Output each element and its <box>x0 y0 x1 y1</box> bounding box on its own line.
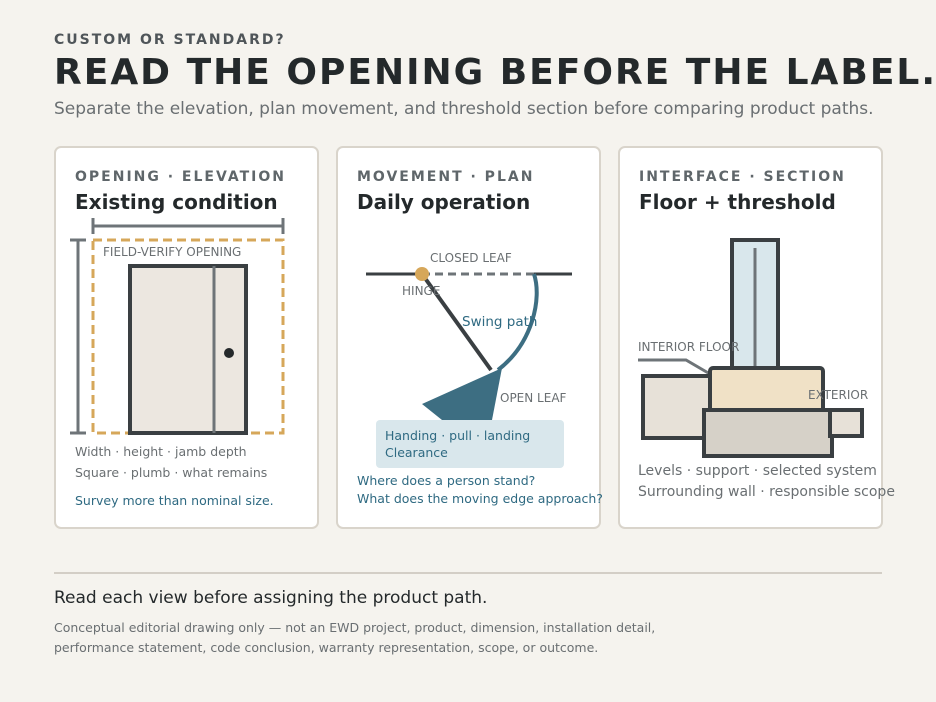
threshold-block <box>708 366 825 414</box>
page-title: READ THE OPENING BEFORE THE LABEL. <box>54 52 936 93</box>
card-kicker: OPENING · ELEVATION <box>75 169 286 185</box>
elevation-note-2: Square · plumb · what remains <box>75 465 268 480</box>
height-dimension-line <box>70 238 86 435</box>
movement-question-2: What does the moving edge approach? <box>357 491 603 506</box>
card-kicker: MOVEMENT · PLAN <box>357 169 535 185</box>
card-title: Daily operation <box>357 190 531 214</box>
card-movement: MOVEMENT · PLAN Daily operation CLOSED L… <box>336 146 603 529</box>
open-leaf-label: OPEN LEAF <box>500 391 567 405</box>
movement-diagram <box>366 267 572 420</box>
clearance-callout-line-1: Handing · pull · landing <box>385 428 531 443</box>
closing-statement: Read each view before assigning the prod… <box>54 588 488 608</box>
card-section: INTERFACE · SECTION Floor + threshold IN… <box>618 146 895 529</box>
disclaimer-line-1: Conceptual editorial drawing only — not … <box>54 620 656 635</box>
card-title: Floor + threshold <box>639 190 836 214</box>
width-dimension-line <box>91 218 285 234</box>
hinge-label: HINGE <box>402 284 441 298</box>
section-note-1: Levels · support · selected system <box>638 463 877 479</box>
elevation-note-1: Width · height · jamb depth <box>75 444 247 459</box>
clearance-callout-line-2: Clearance <box>385 445 448 460</box>
subfloor-block <box>702 408 834 458</box>
exterior-block <box>828 408 864 438</box>
card-elevation: OPENING · ELEVATION Existing condition F… <box>54 146 319 529</box>
section-diagram <box>638 238 864 458</box>
swing-path-arc <box>496 273 539 372</box>
divider <box>54 572 882 574</box>
page-subtitle: Separate the elevation, plan movement, a… <box>54 99 874 119</box>
hinge-point <box>415 267 429 281</box>
field-verify-label: FIELD-VERIFY OPENING <box>103 245 242 259</box>
card-title: Existing condition <box>75 190 278 214</box>
disclaimer-line-2: performance statement, code conclusion, … <box>54 640 599 655</box>
door-knob <box>224 348 234 358</box>
clearance-wedge <box>422 368 502 420</box>
interior-floor-block <box>641 374 715 440</box>
swing-path-label: Swing path <box>462 314 538 330</box>
clearance-callout: Handing · pull · landing Clearance <box>376 420 564 468</box>
interior-floor-leader <box>638 358 711 376</box>
elevation-diagram <box>70 218 285 435</box>
closed-leaf-label: CLOSED LEAF <box>430 251 512 265</box>
open-leaf-line <box>420 272 493 372</box>
section-note-2: Surrounding wall · responsible scope <box>638 484 895 500</box>
interior-floor-label: INTERIOR FLOOR <box>638 340 740 354</box>
card-kicker: INTERFACE · SECTION <box>639 169 846 185</box>
movement-question-1: Where does a person stand? <box>357 473 536 488</box>
eyebrow: CUSTOM OR STANDARD? <box>54 32 286 48</box>
elevation-accent-note: Survey more than nominal size. <box>75 493 274 508</box>
exterior-label: EXTERIOR <box>808 388 869 402</box>
